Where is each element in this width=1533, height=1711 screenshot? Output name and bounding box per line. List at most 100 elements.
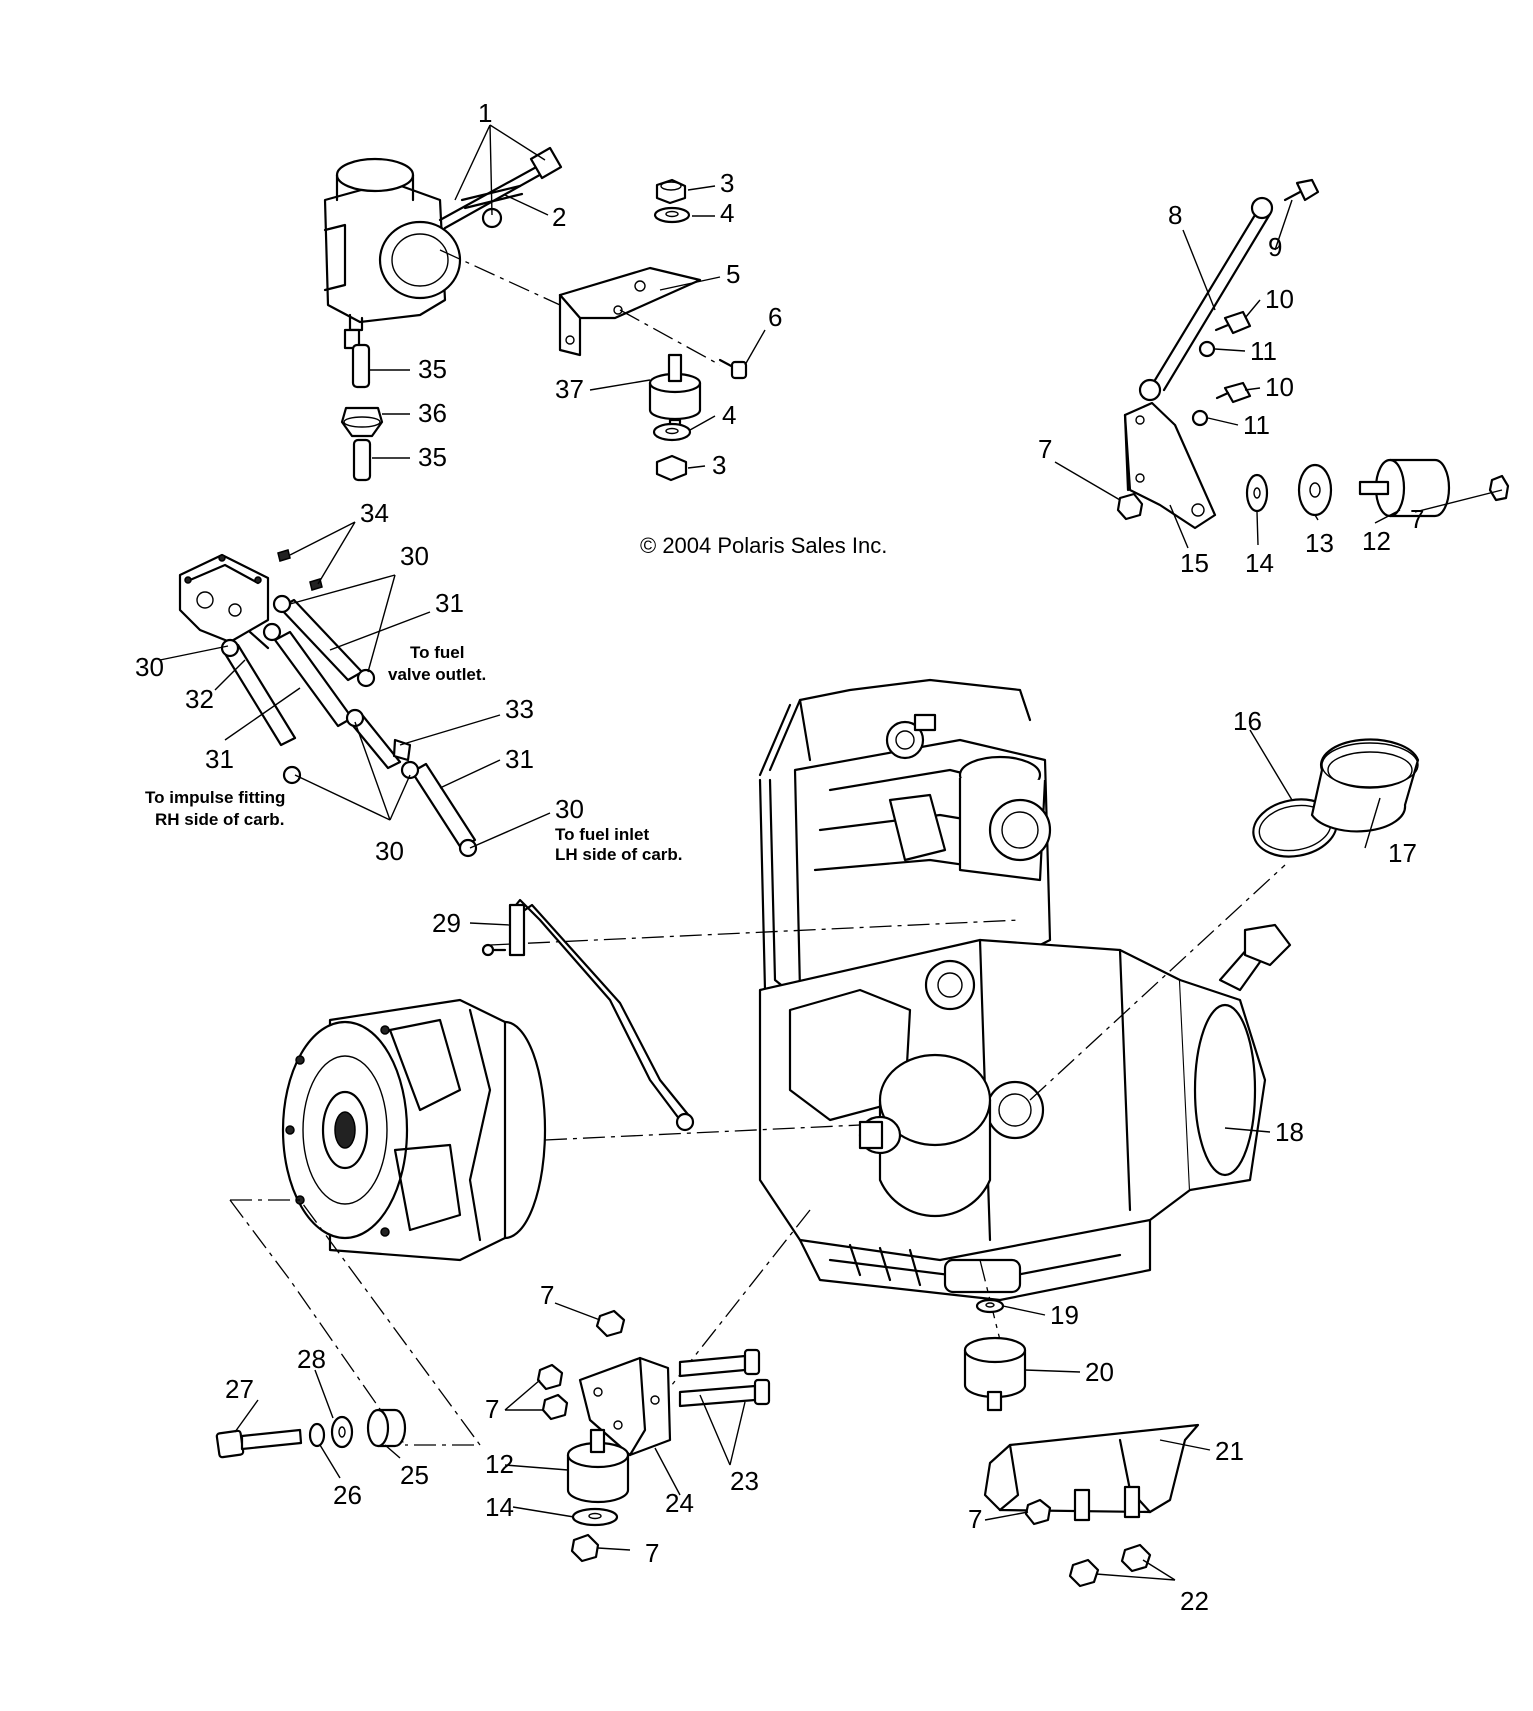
- carburetor: [323, 146, 563, 350]
- callout-14: 14: [1245, 548, 1274, 578]
- callout-16: 16: [1233, 706, 1262, 736]
- callout-21: 21: [1215, 1436, 1244, 1466]
- callout-30c: 30: [555, 794, 584, 824]
- bolt-10-a: [1214, 310, 1252, 335]
- callout-33: 33: [505, 694, 534, 724]
- breather-tube-29: [481, 898, 695, 1132]
- washer-11-b: [1191, 409, 1209, 427]
- callout-13: 13: [1305, 528, 1334, 558]
- leader-lines: [159, 124, 1503, 1581]
- boot-17: [1310, 738, 1420, 833]
- callout-34: 34: [360, 498, 389, 528]
- clamps-30: [220, 594, 478, 858]
- washer-28: [330, 1415, 354, 1449]
- callout-7-tr: 7: [1038, 434, 1052, 464]
- nut-3-bottom: [655, 454, 688, 482]
- torque-link-8: [1138, 196, 1274, 402]
- bracket-15: [1123, 401, 1217, 530]
- nut-7-bottom: [570, 1533, 600, 1563]
- callout-5: 5: [726, 259, 740, 289]
- mount-12-top: [1358, 458, 1451, 518]
- callout-2: 2: [552, 202, 566, 232]
- note-fuel-inlet-2: LH side of carb.: [555, 845, 683, 864]
- callout-labels: 1 2 3 4 5 6 35 36 35 37 4 3 8 9 10 11 10…: [135, 98, 1424, 1616]
- callout-27: 27: [225, 1374, 254, 1404]
- callout-29: 29: [432, 908, 461, 938]
- callout-28: 28: [297, 1344, 326, 1374]
- note-impulse-2: RH side of carb.: [155, 810, 284, 829]
- callout-4: 4: [720, 198, 734, 228]
- fuel-pump: [178, 553, 270, 662]
- nut-7-rearmount: [1024, 1498, 1052, 1526]
- callout-7-rear: 7: [968, 1504, 982, 1534]
- callout-3b: 3: [712, 450, 726, 480]
- bracket-5: [558, 266, 702, 357]
- vent-hose-parts: [340, 343, 384, 482]
- bolt-27: [215, 1428, 303, 1459]
- note-fuel-valve-1: To fuel: [410, 643, 464, 662]
- callout-30d: 30: [375, 836, 404, 866]
- engine-assembly: [758, 678, 1292, 1302]
- mount-20: [963, 1336, 1027, 1412]
- clamps-34: [277, 549, 323, 591]
- note-impulse-1: To impulse fitting: [145, 788, 285, 807]
- callout-35: 35: [418, 354, 447, 384]
- note-fuel-inlet-1: To fuel inlet: [555, 825, 649, 844]
- callout-23: 23: [730, 1466, 759, 1496]
- bolt-9: [1283, 178, 1320, 202]
- washer-4-bottom: [652, 422, 692, 442]
- callout-26: 26: [333, 1480, 362, 1510]
- callout-36: 36: [418, 398, 447, 428]
- callout-31b: 31: [205, 744, 234, 774]
- washer-13: [1297, 463, 1333, 517]
- note-fuel-valve-2: valve outlet.: [388, 665, 486, 684]
- callout-24: 24: [665, 1488, 694, 1518]
- rubber-mount-37: [648, 353, 702, 436]
- callout-22: 22: [1180, 1586, 1209, 1616]
- callout-37: 37: [555, 374, 584, 404]
- callout-32: 32: [185, 684, 214, 714]
- washer-19: [975, 1298, 1005, 1314]
- callout-1: 1: [478, 98, 492, 128]
- callout-31: 31: [435, 588, 464, 618]
- nut-3-top: [655, 178, 687, 205]
- bolts-23: [678, 1348, 771, 1408]
- mount-12-bottom: [566, 1428, 630, 1504]
- washer-14-bottom: [571, 1507, 619, 1527]
- callout-17: 17: [1388, 838, 1417, 868]
- callout-12b: 12: [485, 1449, 514, 1479]
- callout-10: 10: [1265, 284, 1294, 314]
- callout-3: 3: [720, 168, 734, 198]
- callout-10b: 10: [1265, 372, 1294, 402]
- callout-6: 6: [768, 302, 782, 332]
- callout-7-mid: 7: [540, 1280, 554, 1310]
- callout-7-bot: 7: [645, 1538, 659, 1568]
- washer-26: [308, 1422, 326, 1448]
- callout-31c: 31: [505, 744, 534, 774]
- callout-14b: 14: [485, 1492, 514, 1522]
- washer-14-top: [1245, 473, 1269, 513]
- drive-clutch: [281, 998, 547, 1262]
- callout-9: 9: [1268, 232, 1282, 262]
- callout-11b: 11: [1243, 410, 1270, 440]
- callout-8: 8: [1168, 200, 1182, 230]
- nuts-7-side: [536, 1363, 569, 1421]
- callout-30b: 30: [135, 652, 164, 682]
- callout-20: 20: [1085, 1357, 1114, 1387]
- nut-7-left: [1116, 492, 1144, 521]
- nut-7-upper: [595, 1309, 626, 1338]
- callout-25: 25: [400, 1460, 429, 1490]
- bolt-6: [718, 358, 748, 380]
- callout-7-side: 7: [485, 1394, 499, 1424]
- callout-19: 19: [1050, 1300, 1079, 1330]
- callout-15: 15: [1180, 548, 1209, 578]
- nuts-22: [1068, 1543, 1152, 1588]
- bracket-21: [983, 1423, 1200, 1522]
- washer-11-a: [1198, 340, 1216, 358]
- callout-30: 30: [400, 541, 429, 571]
- callout-18: 18: [1275, 1117, 1304, 1147]
- callout-35b: 35: [418, 442, 447, 472]
- copyright-text: © 2004 Polaris Sales Inc.: [640, 533, 887, 558]
- nut-7-right: [1488, 474, 1510, 502]
